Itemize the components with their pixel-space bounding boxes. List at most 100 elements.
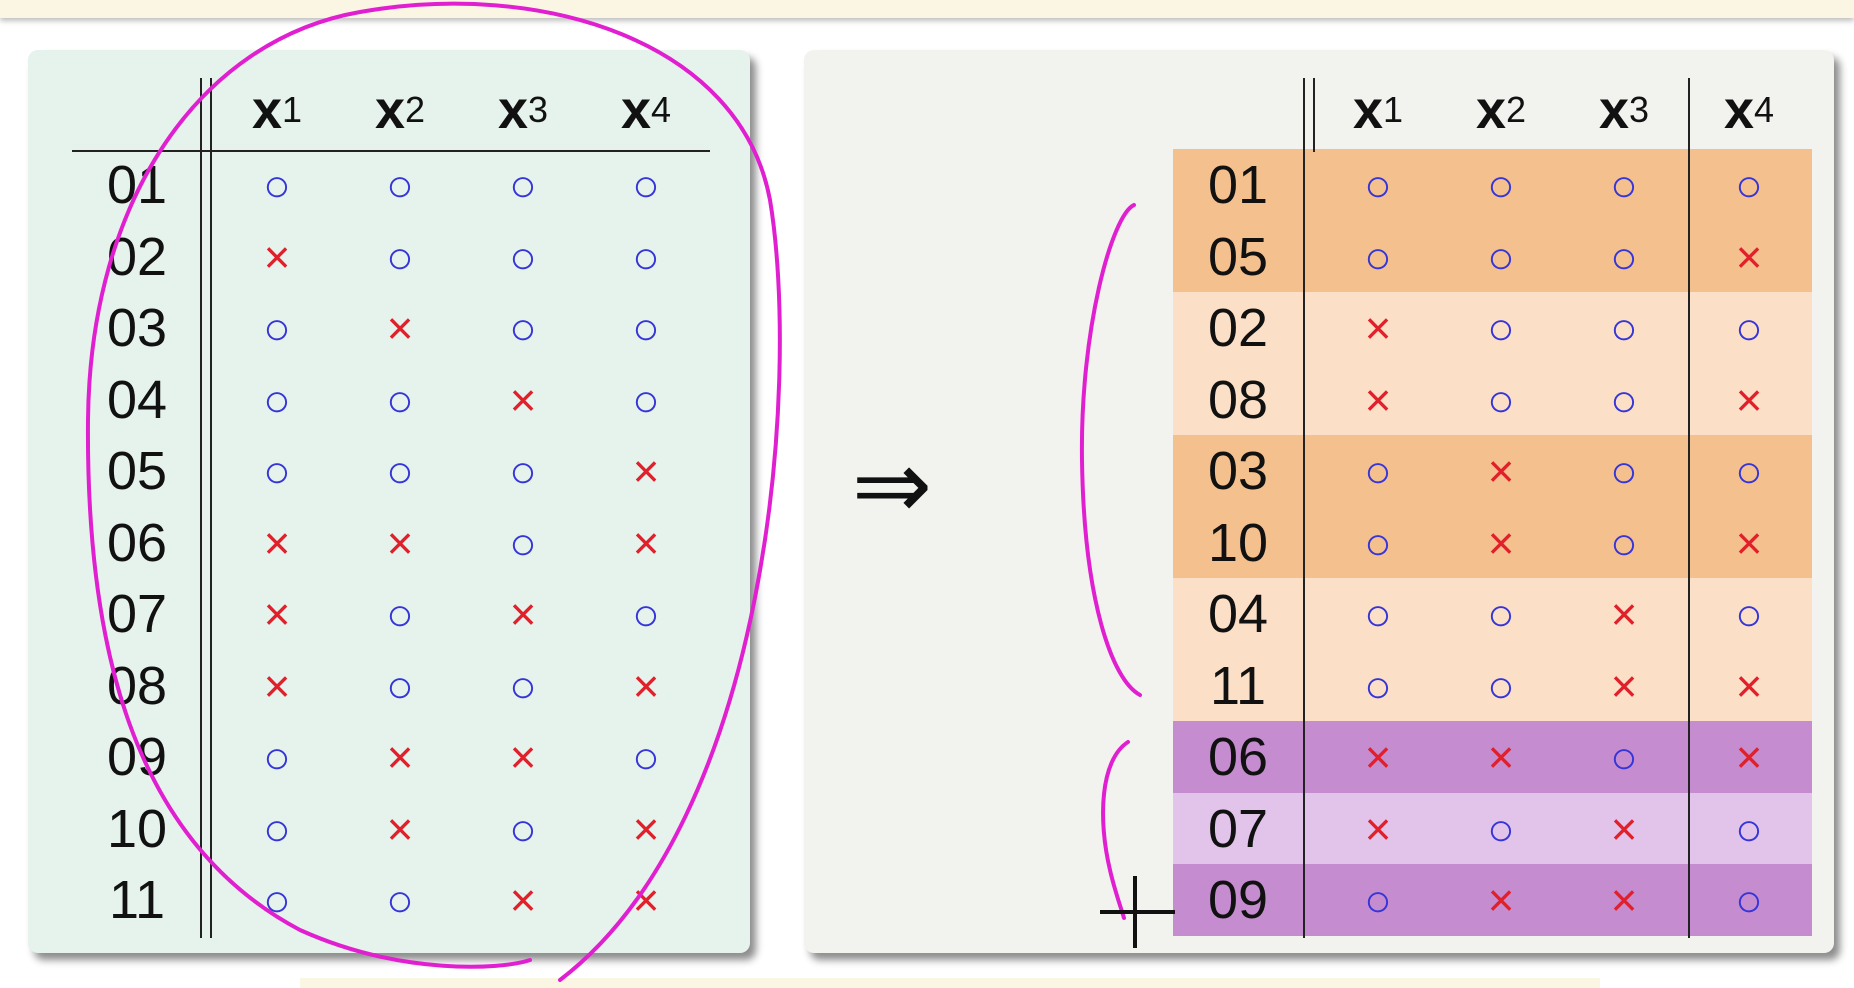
circle-mark: ○ bbox=[1364, 516, 1392, 569]
cross-mark: × bbox=[263, 230, 291, 283]
circle-mark: ○ bbox=[1364, 874, 1392, 926]
left_table-row-label: 07 bbox=[106, 584, 168, 644]
header-variable: x bbox=[1723, 80, 1754, 140]
cross-mark: × bbox=[1610, 874, 1638, 926]
circle-mark: ○ bbox=[263, 373, 291, 426]
header-subscript: 1 bbox=[282, 89, 303, 130]
header-subscript: 3 bbox=[528, 89, 549, 130]
cross-mark: × bbox=[1735, 230, 1763, 283]
bottom-strip bbox=[300, 978, 1600, 988]
header-subscript: 2 bbox=[405, 89, 426, 130]
right_table-row-label: 06 bbox=[1207, 727, 1269, 787]
header-variable: x bbox=[497, 80, 528, 140]
circle-mark: ○ bbox=[1735, 159, 1763, 211]
circle-mark: ○ bbox=[386, 874, 414, 926]
circle-mark: ○ bbox=[509, 230, 537, 283]
cross-mark: × bbox=[1487, 445, 1515, 497]
cross-mark: × bbox=[509, 373, 537, 426]
header-subscript: 3 bbox=[1629, 89, 1650, 130]
circle-mark: ○ bbox=[1610, 516, 1638, 569]
header-variable: x bbox=[1352, 80, 1383, 140]
cross-mark: × bbox=[386, 731, 414, 783]
circle-mark: ○ bbox=[1735, 445, 1763, 497]
circle-mark: ○ bbox=[263, 802, 291, 855]
right_table-row-label: 01 bbox=[1207, 155, 1269, 215]
circle-mark: ○ bbox=[1735, 588, 1763, 640]
cross-mark: × bbox=[1610, 802, 1638, 855]
cross-mark: × bbox=[1610, 659, 1638, 712]
right_table-row-label: 10 bbox=[1207, 512, 1269, 573]
cross-mark: × bbox=[632, 445, 660, 497]
circle-mark: ○ bbox=[386, 659, 414, 712]
circle-mark: ○ bbox=[263, 302, 291, 354]
circle-mark: ○ bbox=[632, 373, 660, 426]
circle-mark: ○ bbox=[632, 302, 660, 354]
cross-mark: × bbox=[263, 659, 291, 712]
circle-mark: ○ bbox=[1364, 159, 1392, 211]
right_table-row-label: 05 bbox=[1207, 226, 1269, 287]
left-double-rule-a bbox=[200, 78, 202, 938]
circle-mark: ○ bbox=[632, 230, 660, 283]
row-band bbox=[1173, 435, 1812, 507]
circle-mark: ○ bbox=[1487, 659, 1515, 712]
implies-arrow: ⇒ bbox=[851, 429, 933, 541]
circle-mark: ○ bbox=[1735, 874, 1763, 926]
left_table-row-label: 03 bbox=[106, 298, 168, 358]
circle-mark: ○ bbox=[1487, 373, 1515, 426]
cross-mark: × bbox=[1735, 659, 1763, 712]
right_table-row-label: 07 bbox=[1207, 798, 1269, 859]
header-subscript: 4 bbox=[651, 89, 672, 130]
circle-mark: ○ bbox=[1364, 445, 1392, 497]
cross-mark: × bbox=[632, 516, 660, 569]
circle-mark: ○ bbox=[632, 159, 660, 211]
cross-mark: × bbox=[1364, 302, 1392, 354]
cross-mark: × bbox=[632, 659, 660, 712]
mouse-cursor bbox=[1100, 876, 1175, 948]
circle-mark: ○ bbox=[1610, 159, 1638, 211]
circle-mark: ○ bbox=[386, 445, 414, 497]
row-band bbox=[1173, 649, 1812, 722]
header-subscript: 2 bbox=[1506, 89, 1527, 130]
left_table-row-label: 01 bbox=[106, 155, 168, 215]
circle-mark: ○ bbox=[1487, 588, 1515, 640]
cross-mark: × bbox=[1487, 731, 1515, 783]
right_table-row-label: 02 bbox=[1207, 298, 1269, 358]
cross-mark: × bbox=[509, 874, 537, 926]
right-double-rule-b bbox=[1313, 78, 1315, 152]
header-subscript: 4 bbox=[1754, 89, 1775, 130]
cross-mark: × bbox=[1735, 731, 1763, 783]
cross-mark: × bbox=[386, 802, 414, 855]
left-header-rule bbox=[72, 150, 710, 152]
right-separator-x4 bbox=[1688, 78, 1690, 938]
row-band bbox=[1173, 292, 1812, 364]
cross-mark: × bbox=[386, 516, 414, 569]
right_table-row-label: 04 bbox=[1207, 584, 1269, 644]
cross-mark: × bbox=[1364, 802, 1392, 855]
row-band bbox=[1173, 578, 1812, 650]
cross-mark: × bbox=[632, 802, 660, 855]
circle-mark: ○ bbox=[263, 731, 291, 783]
circle-mark: ○ bbox=[1610, 230, 1638, 283]
right_table-row-label: 08 bbox=[1207, 369, 1269, 430]
cross-mark: × bbox=[1735, 516, 1763, 569]
circle-mark: ○ bbox=[386, 373, 414, 426]
orange-group-bracket bbox=[1079, 203, 1142, 697]
cross-mark: × bbox=[1364, 373, 1392, 426]
cross-mark: × bbox=[509, 588, 537, 640]
header-variable: x bbox=[1475, 80, 1506, 140]
left_table-row-label: 05 bbox=[106, 441, 168, 501]
cross-mark: × bbox=[263, 588, 291, 640]
circle-mark: ○ bbox=[509, 659, 537, 712]
circle-mark: ○ bbox=[1610, 731, 1638, 783]
cross-mark: × bbox=[386, 302, 414, 354]
circle-mark: ○ bbox=[263, 445, 291, 497]
row-band bbox=[1173, 363, 1812, 436]
cross-mark: × bbox=[1364, 731, 1392, 783]
